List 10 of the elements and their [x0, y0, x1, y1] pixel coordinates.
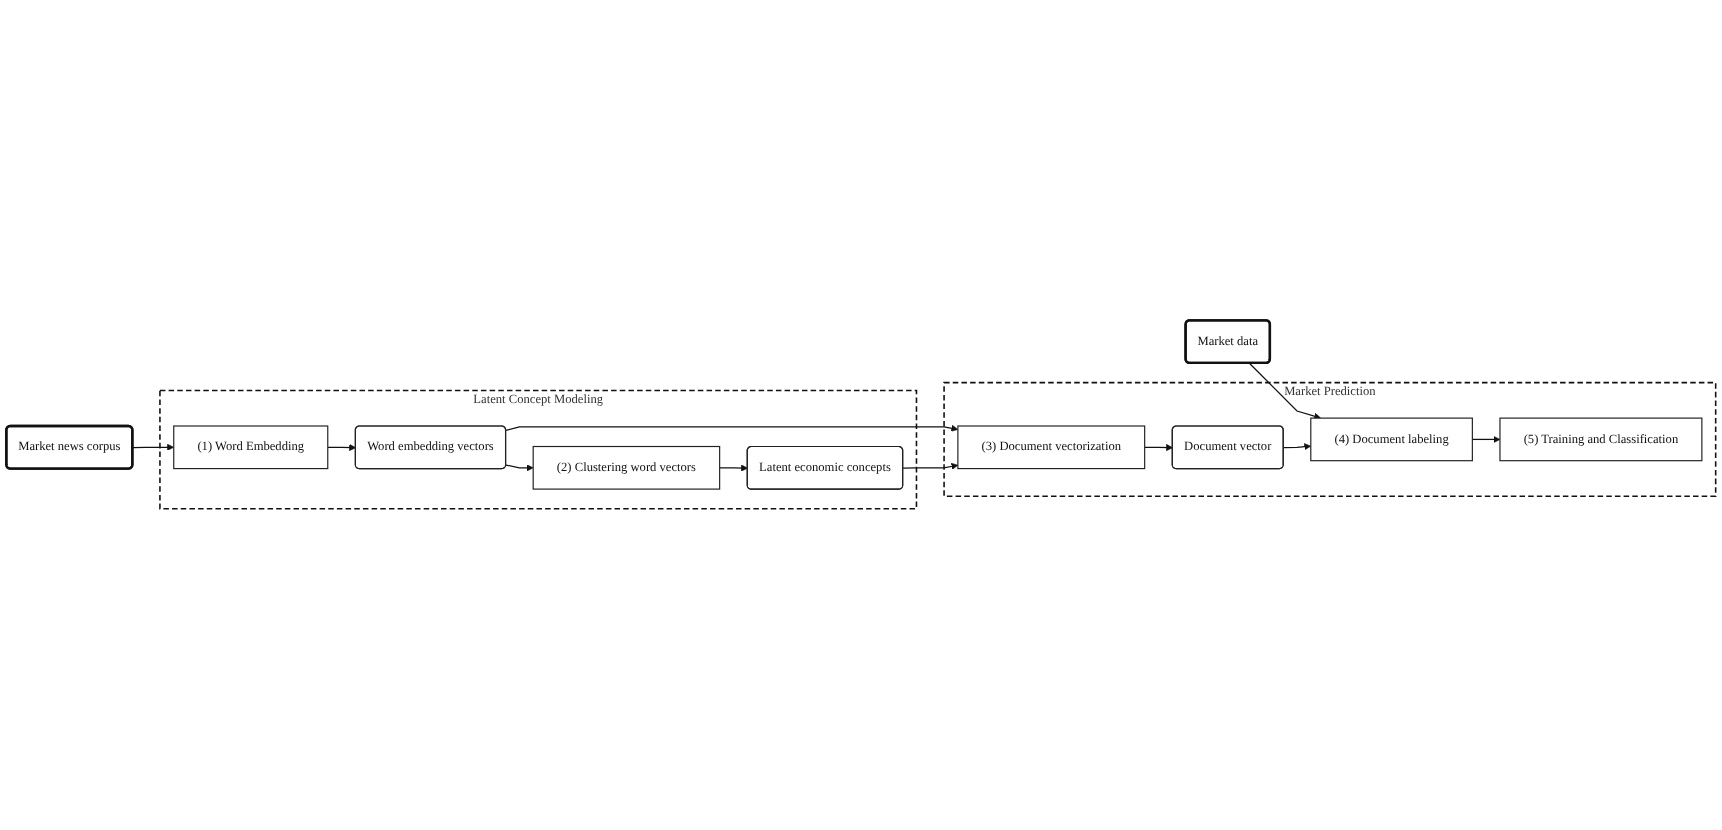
arrow	[132, 444, 175, 452]
arrow	[1248, 363, 1321, 421]
arrow	[505, 425, 959, 433]
arrow	[1471, 436, 1501, 444]
arrow	[902, 463, 959, 471]
arrow	[719, 465, 748, 472]
arrow	[327, 444, 357, 452]
arrow	[1144, 444, 1173, 452]
arrow	[505, 464, 534, 472]
arrow	[1282, 443, 1312, 451]
